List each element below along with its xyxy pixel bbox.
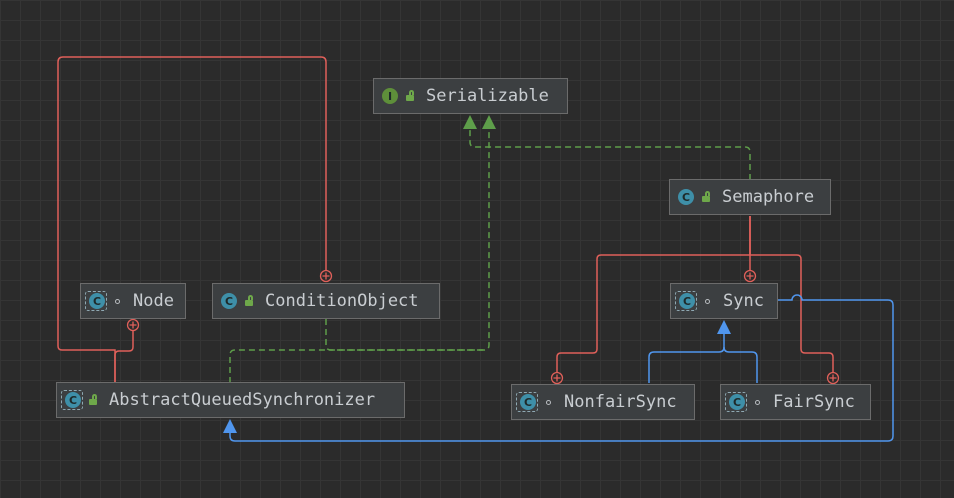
extends-arrow-aqs: [223, 419, 237, 433]
class-name: NonfairSync: [564, 392, 677, 412]
edge-semaphore-serializable: [469, 128, 751, 180]
class-name: Serializable: [426, 86, 549, 106]
class-fairsync[interactable]: C FairSync: [720, 384, 871, 420]
edge-sync-aqs: [229, 294, 894, 442]
edge-semaphore-nonfairsync: [556, 216, 751, 372]
class-name: AbstractQueuedSynchronizer: [109, 390, 376, 410]
public-lock-icon: [87, 394, 99, 405]
class-name: Sync: [723, 291, 764, 311]
class-sync[interactable]: C Sync: [670, 283, 778, 319]
edge-aqs-serializable: [229, 128, 490, 383]
implements-arrow-1: [463, 115, 477, 129]
class-icon: C: [516, 392, 538, 412]
class-serializable[interactable]: I Serializable: [373, 78, 568, 114]
implements-arrow-2: [482, 115, 496, 129]
edge-aqs-conditionobject: [57, 56, 327, 383]
class-icon: C: [678, 189, 694, 205]
class-name: Semaphore: [722, 187, 815, 207]
edge-conditionobject-serializable: [325, 319, 484, 351]
package-private-icon: [111, 298, 123, 304]
extends-arrow-sync: [717, 320, 731, 334]
class-abstractqueuedsynchronizer[interactable]: C AbstractQueuedSynchronizer: [56, 382, 405, 418]
package-private-icon: [542, 399, 554, 405]
public-lock-icon: [700, 191, 712, 202]
class-name: FairSync: [773, 392, 855, 412]
abstract-class-icon: C: [61, 390, 83, 410]
class-conditionobject[interactable]: C ConditionObject: [212, 283, 440, 319]
class-icon: C: [221, 293, 237, 309]
edge-fairsync-sync: [723, 346, 758, 383]
edge-nonfairsync-sync: [648, 334, 725, 383]
class-semaphore[interactable]: C Semaphore: [669, 179, 831, 215]
package-private-icon: [751, 399, 763, 405]
abstract-class-icon: C: [675, 291, 697, 311]
public-lock-icon: [243, 295, 255, 306]
class-name: ConditionObject: [265, 291, 419, 311]
package-private-icon: [701, 298, 713, 304]
class-icon: C: [725, 392, 747, 412]
class-name: Node: [133, 291, 174, 311]
inner-class-icon: C: [85, 291, 107, 311]
interface-icon: I: [382, 88, 398, 104]
class-node[interactable]: C Node: [80, 283, 186, 319]
edge-semaphore-fairsync: [749, 216, 834, 372]
public-lock-icon: [404, 90, 416, 101]
class-nonfairsync[interactable]: C NonfairSync: [511, 384, 695, 420]
edge-aqs-node: [114, 331, 134, 383]
